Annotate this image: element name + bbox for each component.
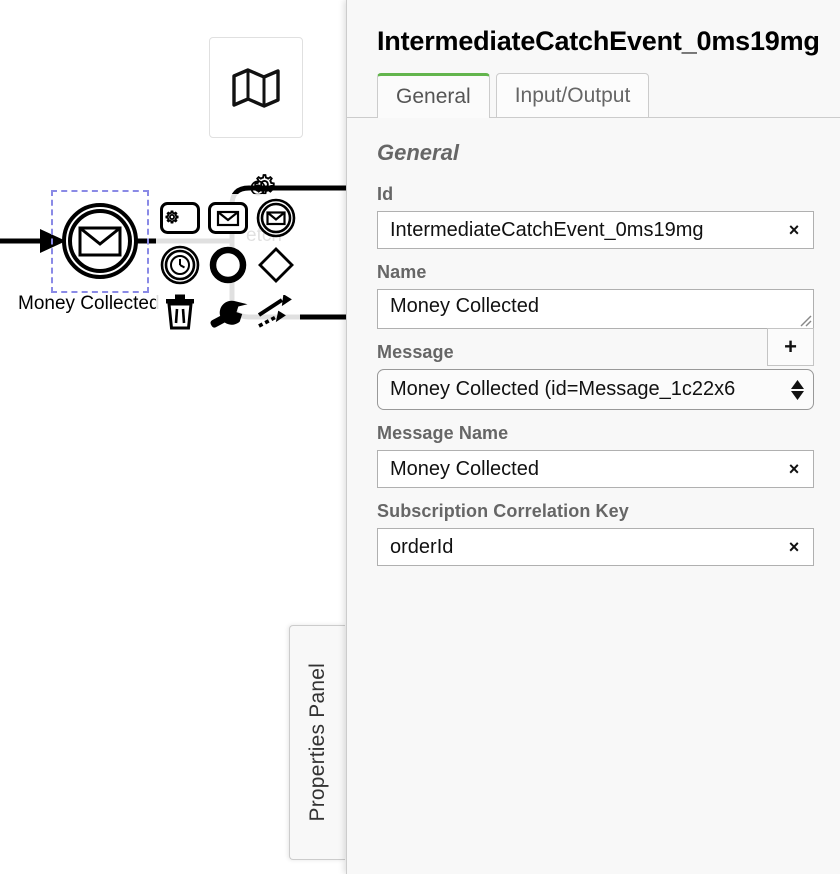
- message-name-input[interactable]: Money Collected: [377, 450, 814, 488]
- field-name-label: Name: [377, 262, 427, 282]
- field-message-name-label: Message Name: [377, 423, 509, 443]
- context-pad[interactable]: [156, 194, 301, 335]
- message-select-value: Money Collected (id=Message_1c22x6: [390, 378, 736, 400]
- selection-outline[interactable]: [51, 190, 149, 293]
- message-name-clear-button[interactable]: ×: [788, 459, 800, 479]
- subscription-correlation-key-clear-button[interactable]: ×: [788, 537, 800, 557]
- message-select[interactable]: Money Collected (id=Message_1c22x6: [377, 369, 814, 410]
- properties-panel-toggle[interactable]: Properties Panel: [289, 625, 345, 860]
- resize-grip-icon[interactable]: [798, 313, 812, 327]
- context-pad-append-timer-catch-event[interactable]: [156, 241, 204, 288]
- message-intermediate-catch-event: [62, 203, 138, 279]
- gear-task-icon: [160, 201, 200, 234]
- tab-general-label: General: [396, 84, 471, 108]
- wrench-icon: [210, 300, 248, 328]
- end-event-icon: [209, 246, 247, 283]
- bpmn-canvas[interactable]: Money Collected etch: [0, 0, 346, 874]
- page-title: IntermediateCatchEvent_0ms19mg: [377, 26, 820, 56]
- field-message-label: Message: [377, 342, 454, 362]
- context-pad-append-receive-task[interactable]: [204, 194, 252, 241]
- add-message-button[interactable]: +: [767, 328, 814, 366]
- context-pad-replace[interactable]: [204, 288, 252, 335]
- tab-input-output[interactable]: Input/Output: [495, 73, 650, 118]
- field-subscription-correlation-key: Subscription Correlation Key orderId ×: [377, 501, 814, 566]
- field-message-name: Message Name Money Collected ×: [377, 423, 814, 488]
- message-event-icon: [256, 198, 296, 237]
- properties-tab-bar: General Input/Output: [347, 72, 840, 118]
- field-message-header: Message +: [377, 328, 814, 369]
- envelope-task-icon: [208, 201, 248, 234]
- field-subscription-correlation-key-label: Subscription Correlation Key: [377, 501, 629, 521]
- field-message: Message + Money Collected (id=Message_1c…: [377, 328, 814, 410]
- minimap-toggle-button[interactable]: [209, 37, 303, 138]
- context-pad-append-end-event[interactable]: [204, 241, 252, 288]
- context-pad-delete[interactable]: [156, 288, 204, 335]
- tab-input-output-label: Input/Output: [514, 83, 631, 107]
- properties-form: General Id IntermediateCatchEvent_0ms19m…: [347, 118, 840, 566]
- name-textarea-value: Money Collected: [390, 295, 539, 317]
- context-pad-append-service-task[interactable]: [156, 194, 204, 241]
- gateway-icon: [258, 246, 294, 283]
- id-clear-button[interactable]: ×: [788, 220, 800, 240]
- field-name: Name Money Collected: [377, 262, 814, 329]
- context-pad-append-gateway[interactable]: [252, 241, 300, 288]
- field-message-name-input-wrap: Money Collected ×: [377, 450, 814, 488]
- timer-event-icon: [160, 245, 200, 284]
- field-subscription-correlation-key-input-wrap: orderId ×: [377, 528, 814, 566]
- properties-panel-toggle-label: Properties Panel: [305, 663, 329, 822]
- event-label: Money Collected: [18, 293, 160, 314]
- select-updown-arrows-icon[interactable]: [791, 379, 804, 400]
- incoming-sequence-flow: [0, 229, 66, 253]
- subscription-correlation-key-input[interactable]: orderId: [377, 528, 814, 566]
- connect-arrow-icon: [257, 294, 292, 328]
- field-name-input-wrap: Money Collected: [377, 289, 814, 329]
- group-heading-general: General: [377, 140, 459, 165]
- context-pad-connect[interactable]: [252, 288, 300, 335]
- field-id-label: Id: [377, 184, 394, 204]
- field-id: Id IntermediateCatchEvent_0ms19mg ×: [377, 184, 814, 249]
- tab-general[interactable]: General: [377, 73, 490, 118]
- map-icon: [232, 67, 280, 108]
- field-id-input-wrap: IntermediateCatchEvent_0ms19mg ×: [377, 211, 814, 249]
- name-textarea[interactable]: Money Collected: [377, 289, 814, 329]
- context-pad-append-message-catch-event[interactable]: [252, 194, 300, 241]
- id-input[interactable]: IntermediateCatchEvent_0ms19mg: [377, 211, 814, 249]
- trash-icon: [166, 294, 194, 329]
- properties-panel: IntermediateCatchEvent_0ms19mg General I…: [346, 0, 840, 874]
